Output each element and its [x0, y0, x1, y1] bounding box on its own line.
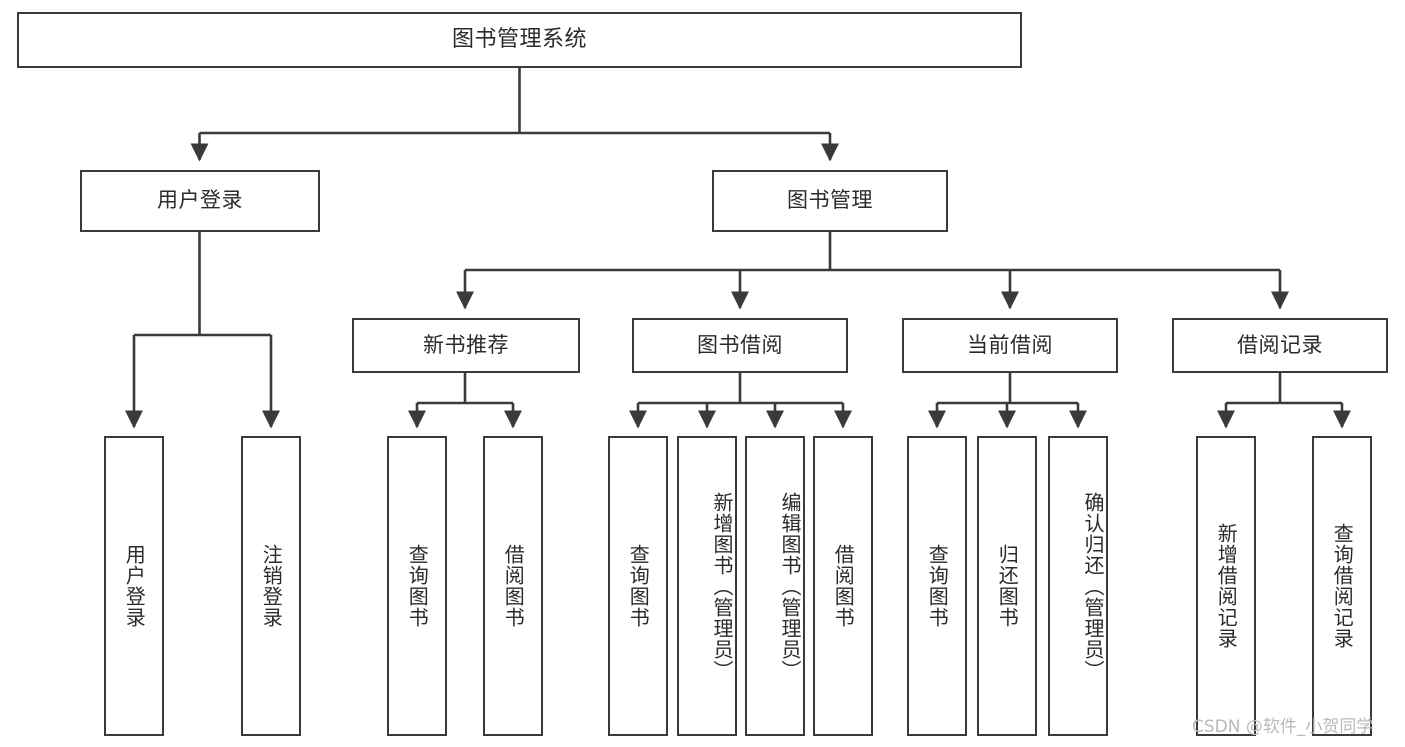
leaf-query-book-borrow[interactable]: 查询图书	[608, 436, 668, 736]
node-borrow-record[interactable]: 借阅记录	[1172, 318, 1388, 373]
leaf-query-book-current[interactable]: 查询图书	[907, 436, 967, 736]
node-root-system[interactable]: 图书管理系统	[17, 12, 1022, 68]
leaf-return-book[interactable]: 归还图书	[977, 436, 1037, 736]
node-current-borrow[interactable]: 当前借阅	[902, 318, 1118, 373]
csdn-watermark: CSDN @软件_小贺同学	[1192, 717, 1374, 737]
node-new-book-recommend[interactable]: 新书推荐	[352, 318, 580, 373]
leaf-add-borrow-record[interactable]: 新增借阅记录	[1196, 436, 1256, 736]
leaf-confirm-return-admin[interactable]: 确认归还（管理员）	[1048, 436, 1108, 736]
node-book-manage[interactable]: 图书管理	[712, 170, 948, 232]
node-user-login[interactable]: 用户登录	[80, 170, 320, 232]
leaf-borrow-book-new[interactable]: 借阅图书	[483, 436, 543, 736]
leaf-borrow-book-borrow[interactable]: 借阅图书	[813, 436, 873, 736]
node-book-borrow[interactable]: 图书借阅	[632, 318, 848, 373]
leaf-query-borrow-record[interactable]: 查询借阅记录	[1312, 436, 1372, 736]
leaf-edit-book-admin[interactable]: 编辑图书（管理员）	[745, 436, 805, 736]
leaf-user-login[interactable]: 用户登录	[104, 436, 164, 736]
leaf-query-book-new[interactable]: 查询图书	[387, 436, 447, 736]
leaf-logout[interactable]: 注销登录	[241, 436, 301, 736]
leaf-add-book-admin[interactable]: 新增图书（管理员）	[677, 436, 737, 736]
